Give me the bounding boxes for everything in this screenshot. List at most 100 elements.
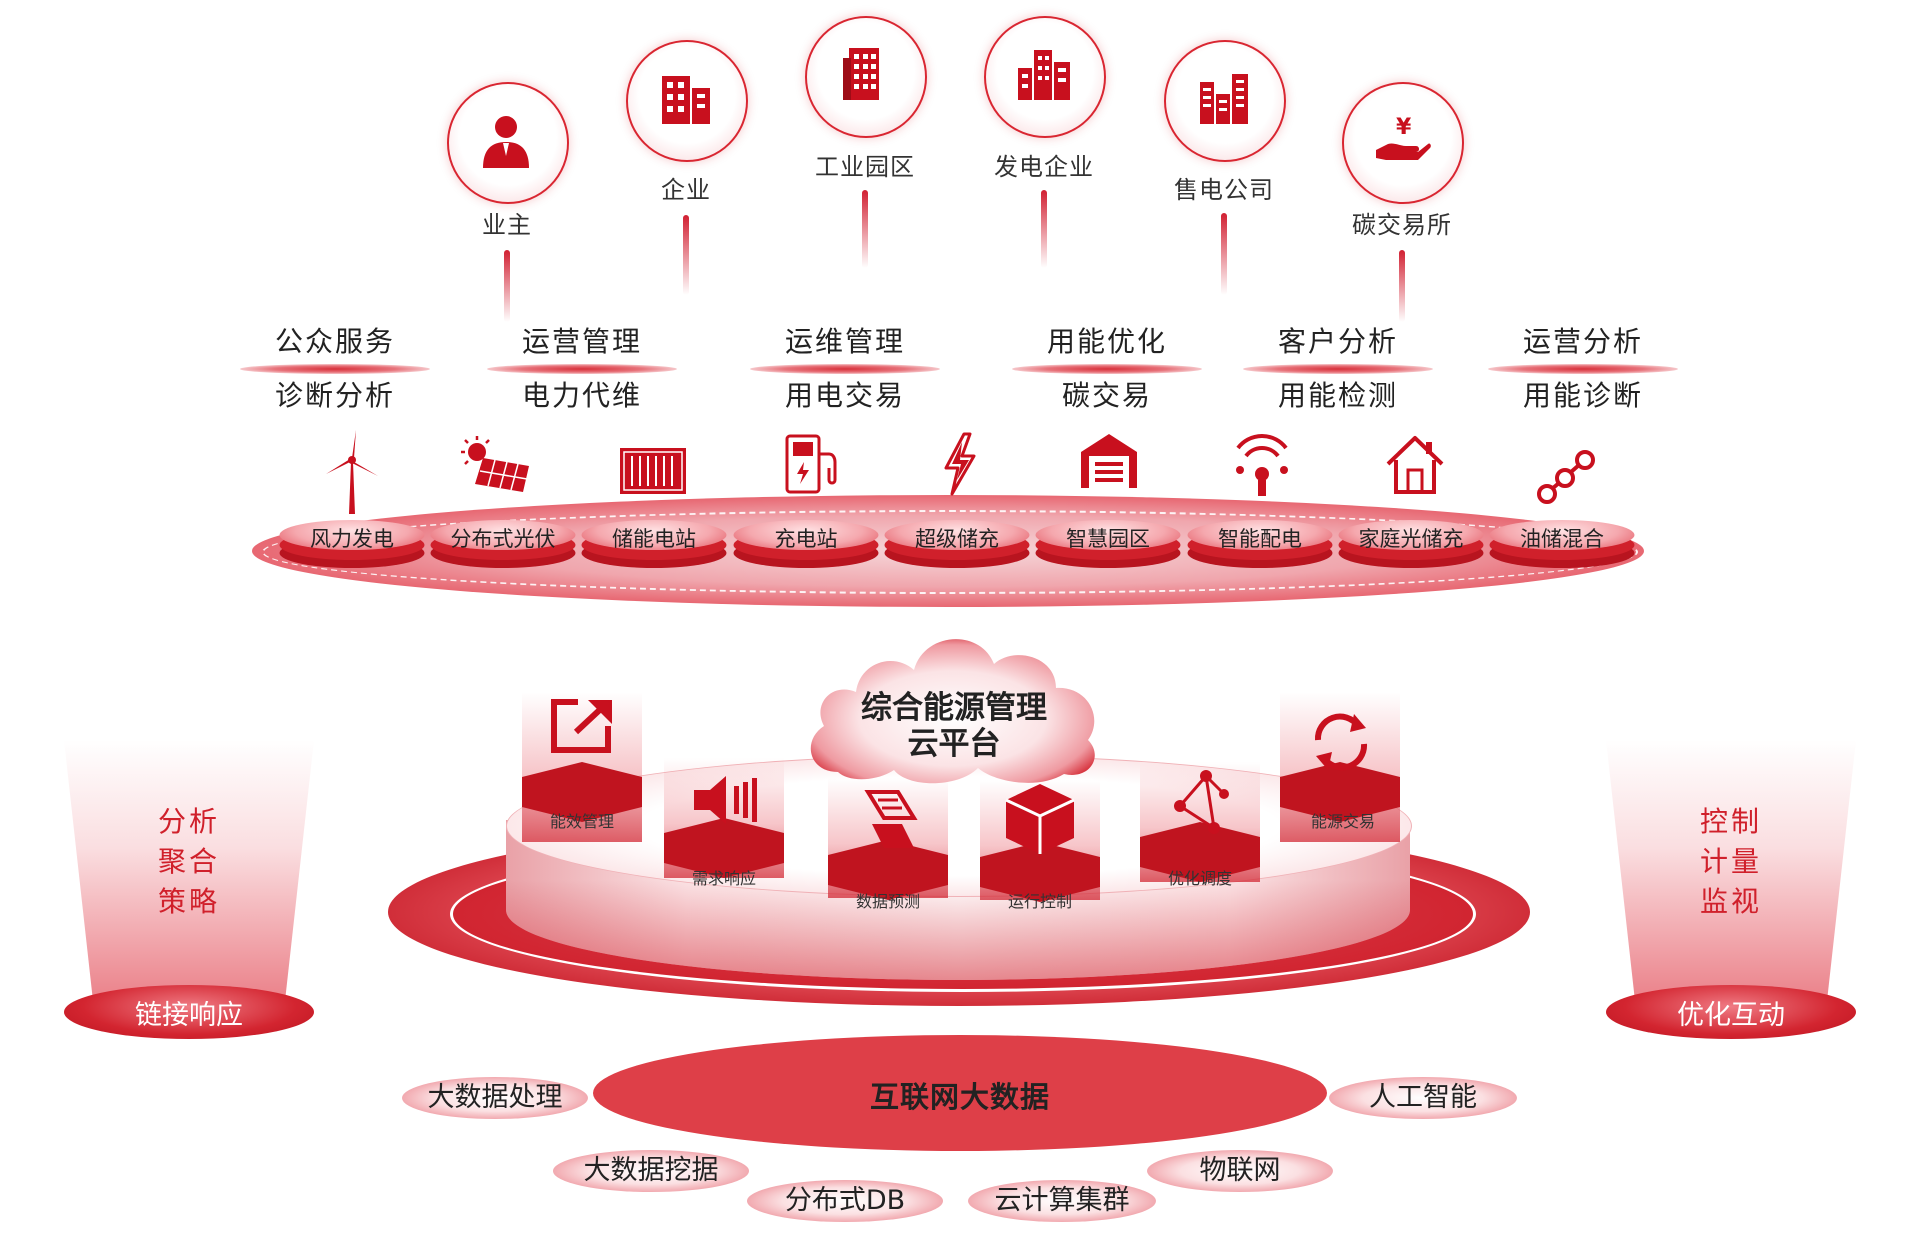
tech-pill[interactable]: 云计算集群 xyxy=(968,1180,1156,1222)
skyscrapers-icon xyxy=(1200,74,1248,124)
resource-label: 智能配电 xyxy=(1218,527,1302,551)
service-top: 运营分析 xyxy=(1522,325,1643,358)
right-pillar-base-label: 优化互动 xyxy=(1677,1000,1785,1031)
service-divider xyxy=(487,364,677,374)
stakeholder-label: 业主 xyxy=(482,211,532,239)
resource-label: 家庭光储充 xyxy=(1358,527,1464,551)
service-pair[interactable]: 运维管理 用电交易 xyxy=(750,322,940,416)
service-bottom: 用电交易 xyxy=(784,379,905,412)
service-pair[interactable]: 公众服务 诊断分析 xyxy=(240,322,430,416)
tech-pill[interactable]: 分布式DB xyxy=(747,1180,943,1222)
band-dashed-ring xyxy=(262,510,1638,594)
module-data-forecast[interactable] xyxy=(828,768,948,900)
stakeholder-owner[interactable] xyxy=(447,82,569,204)
module-energy-trading[interactable] xyxy=(1280,682,1400,842)
foundation-ellipse[interactable] xyxy=(593,1035,1327,1151)
service-bottom: 用能诊断 xyxy=(1522,379,1643,412)
tower-icon xyxy=(843,48,879,100)
cloud-title: 综合能源管理 云平台 xyxy=(861,690,1047,762)
connector-line xyxy=(683,215,689,295)
export-icon xyxy=(551,699,612,753)
module-demand-response[interactable] xyxy=(664,748,784,878)
foundation-title: 互联网大数据 xyxy=(869,1080,1051,1114)
module-energy-efficiency[interactable] xyxy=(522,682,642,842)
service-bottom: 电力代维 xyxy=(521,379,642,412)
service-bottom: 碳交易 xyxy=(1061,379,1152,412)
resource-disk[interactable]: 智能配电 xyxy=(1187,520,1333,568)
solar-panel-icon xyxy=(461,436,529,492)
resource-label: 风力发电 xyxy=(310,527,394,551)
service-divider xyxy=(750,364,940,374)
charging-station-icon xyxy=(785,434,837,494)
resource-label: 油储混合 xyxy=(1520,527,1604,551)
connector-line xyxy=(504,250,510,322)
resource-disk[interactable]: 智慧园区 xyxy=(1035,520,1181,568)
stakeholder-carbon-exchange[interactable]: ¥ xyxy=(1342,82,1464,204)
service-divider xyxy=(1012,364,1202,374)
stakeholder-label: 企业 xyxy=(661,176,711,204)
tech-pill[interactable]: 人工智能 xyxy=(1329,1077,1517,1119)
lightning-icon xyxy=(944,432,976,496)
service-top: 运维管理 xyxy=(784,325,905,358)
service-top: 客户分析 xyxy=(1277,325,1398,358)
module-label: 能源交易 xyxy=(1310,812,1376,831)
wind-turbine-icon xyxy=(326,430,378,514)
right-pillar-beam xyxy=(1606,740,1856,1010)
module-label: 优化调度 xyxy=(1167,869,1233,888)
left-pillar-text: 分析 聚合 策略 xyxy=(157,805,221,918)
service-pair[interactable]: 运营分析 用能诊断 xyxy=(1488,322,1678,416)
city-icon xyxy=(1018,50,1070,100)
resource-label: 智慧园区 xyxy=(1066,527,1150,551)
building-icon xyxy=(662,76,710,124)
right-pillar-text: 控制 计量 监视 xyxy=(1699,805,1763,918)
speaker-icon xyxy=(694,776,757,824)
cloud-icon xyxy=(810,639,1095,784)
person-icon xyxy=(483,116,529,168)
module-label: 能效管理 xyxy=(549,812,615,831)
warehouse-icon xyxy=(1081,434,1137,488)
stakeholder-label: 工业园区 xyxy=(815,153,915,181)
chain-nodes-icon xyxy=(1537,450,1595,504)
resource-label: 分布式光伏 xyxy=(450,527,556,551)
yuan-hand-icon: ¥ xyxy=(1376,115,1431,160)
resource-disk[interactable]: 超级储充 xyxy=(884,520,1030,568)
left-pillar-beam xyxy=(64,740,314,1010)
tech-pill[interactable]: 大数据处理 xyxy=(402,1077,588,1119)
service-pair[interactable]: 用能优化 碳交易 xyxy=(1012,322,1202,416)
module-operation-control[interactable] xyxy=(980,770,1100,902)
service-top: 运营管理 xyxy=(521,325,642,358)
left-pillar-base xyxy=(64,985,314,1039)
resource-label: 超级储充 xyxy=(915,527,999,551)
module-label: 运行控制 xyxy=(1007,892,1073,911)
stakeholder-electricity-retailer[interactable] xyxy=(1164,40,1286,162)
service-pair[interactable]: 客户分析 用能检测 xyxy=(1243,322,1433,416)
resource-label: 充电站 xyxy=(774,527,838,551)
resource-disk[interactable]: 家庭光储充 xyxy=(1338,520,1484,568)
module-label: 数据预测 xyxy=(855,892,921,911)
service-divider xyxy=(1243,364,1433,374)
service-bottom: 用能检测 xyxy=(1277,379,1398,412)
resource-disk[interactable]: 分布式光伏 xyxy=(430,520,576,568)
module-optimized-dispatch[interactable] xyxy=(1140,752,1260,882)
right-pillar-base xyxy=(1606,985,1856,1039)
stakeholder-enterprise[interactable] xyxy=(626,40,748,162)
stakeholder-power-generator[interactable] xyxy=(984,16,1106,138)
stakeholder-industrial-park[interactable] xyxy=(805,16,927,138)
service-divider xyxy=(240,364,430,374)
resource-disk[interactable]: 充电站 xyxy=(733,520,879,568)
resource-disk[interactable]: 储能电站 xyxy=(581,520,727,568)
tech-pill[interactable]: 物联网 xyxy=(1147,1150,1333,1192)
cloud-platform[interactable]: 综合能源管理 云平台 xyxy=(798,622,1110,792)
module-label: 需求响应 xyxy=(691,869,757,888)
connector-line xyxy=(1221,213,1227,295)
service-pair[interactable]: 运营管理 电力代维 xyxy=(487,322,677,416)
tech-pill[interactable]: 大数据挖据 xyxy=(553,1150,749,1192)
house-icon xyxy=(1386,436,1444,494)
resource-disk[interactable]: 风力发电 xyxy=(279,520,425,568)
stakeholder-label: 售电公司 xyxy=(1174,176,1274,204)
network-icon xyxy=(1174,770,1229,834)
service-bottom: 诊断分析 xyxy=(274,379,395,412)
distribution-icon xyxy=(1236,434,1288,496)
refresh-icon xyxy=(1314,713,1368,771)
resource-disk[interactable]: 油储混合 xyxy=(1489,520,1635,568)
